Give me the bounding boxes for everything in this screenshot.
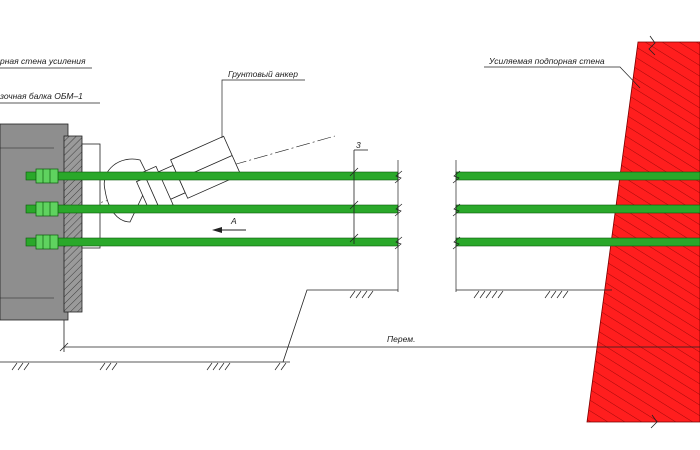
nut-top	[35, 168, 59, 184]
anchor-rod-top-left	[25, 171, 399, 181]
anchor-rods	[25, 171, 700, 247]
anchor-rod-bottom-right	[455, 237, 700, 247]
label-reinforcement-wall: рная стена усиления	[0, 56, 86, 66]
anchor-rod-mid-left	[25, 204, 399, 214]
nut-bottom	[35, 234, 59, 250]
leader-lines	[0, 66, 641, 138]
anchor-rod-top-right	[455, 171, 700, 181]
reinforcement-wall	[0, 123, 69, 321]
break-lines	[394, 160, 461, 292]
nut-mid	[35, 201, 59, 217]
distribution-beam	[63, 135, 83, 313]
section-label: А	[230, 216, 237, 226]
dimension-line	[59, 320, 700, 352]
elevation-mark	[349, 149, 368, 244]
reinforced-wall	[586, 35, 700, 429]
label-beam: зочная балка ОБМ–1	[0, 91, 83, 101]
anchor-rod-bottom-left	[25, 237, 399, 247]
ground-lines	[0, 289, 612, 363]
ground-hatch-icon	[11, 290, 569, 371]
elevation-label: 3	[356, 140, 361, 150]
anchor-axis	[0, 135, 336, 232]
label-reinforced-wall: Усиляемая подпорная стена	[488, 56, 605, 66]
anchor-rod-mid-right	[455, 204, 700, 214]
anchor-nuts	[35, 168, 59, 250]
arrow-left-icon	[212, 227, 246, 233]
label-ground-anchor: Грунтовый анкер	[228, 69, 298, 79]
dimension-label: Перем.	[387, 334, 415, 344]
bearing-plate	[81, 143, 101, 249]
